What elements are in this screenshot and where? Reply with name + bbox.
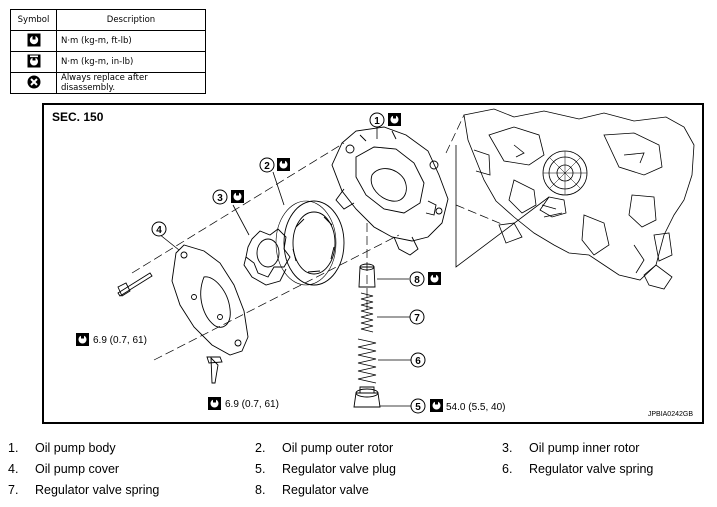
exploded-view-diagram: SEC. 150 [42,103,704,424]
svg-text:1: 1 [374,116,380,127]
regulator-valve [358,263,376,288]
callout-2: 2 [259,157,275,173]
svg-text:7: 7 [414,313,420,324]
torque-wrench-small-icon [27,54,40,67]
torque-icon [277,158,290,171]
legend-description: N·m (kg-m, ft-lb) [56,30,206,52]
legend-header-row: Symbol Description [10,9,206,31]
alignment-line [455,145,550,268]
diagram-drawing: 1 2 3 4 8 7 6 5 [76,108,695,414]
regulator-valve-spring-upper [360,292,374,333]
list-item: 2.Oil pump outer rotor [255,441,394,455]
torque-spec-bolt-lower: 6.9 (0.7, 61) [225,399,279,410]
parts-list: 1.Oil pump body 2.Oil pump outer rotor 3… [8,440,713,498]
torque-icon [208,397,221,410]
symbol-legend-table: Symbol Description N·m (kg-m, ft-lb) N·m… [10,9,206,94]
callout-7: 7 [409,309,425,325]
torque-icon [388,113,401,126]
callout-8: 8 [409,271,425,287]
legend-row: N·m (kg-m, in-lb) [10,51,206,73]
oil-pump-cover [171,244,249,356]
svg-text:6: 6 [415,356,421,367]
list-item: 1.Oil pump body [8,441,116,455]
list-item: 7.Regulator valve spring [8,483,160,497]
torque-icon [430,399,443,412]
regulator-valve-plug [353,386,381,408]
svg-text:5: 5 [415,402,421,413]
cover-bolt-lower [206,356,223,384]
svg-text:8: 8 [414,275,420,286]
cover-bolt-upper [117,272,153,297]
legend-header-symbol: Symbol [10,9,57,31]
figure-id: JPBIA0242GB [647,411,693,418]
svg-text:2: 2 [264,161,270,172]
callout-1: 1 [369,112,385,128]
engine-block [463,108,695,290]
list-item: 3.Oil pump inner rotor [502,441,640,455]
legend-description: N·m (kg-m, in-lb) [56,51,206,73]
torque-icon [76,333,89,346]
list-item: 6.Regulator valve spring [502,462,654,476]
torque-spec-plug: 54.0 (5.5, 40) [446,402,505,413]
callout-3: 3 [212,189,228,205]
torque-icon [428,272,441,285]
list-item: 5.Regulator valve plug [255,462,396,476]
callout-6: 6 [410,352,426,368]
list-item: 8.Regulator valve [255,483,369,497]
legend-row: N·m (kg-m, ft-lb) [10,30,206,52]
legend-description: Always replace after disassembly. [56,72,206,94]
oil-pump-outer-rotor [275,200,345,286]
regulator-valve-spring-lower [357,338,377,384]
torque-icon [231,190,244,203]
legend-row: Always replace after disassembly. [10,72,206,94]
oil-pump-inner-rotor [243,228,291,286]
legend-header-description: Description [56,9,206,31]
oil-pump-body [331,126,449,256]
callout-4: 4 [151,221,167,237]
assembly-lines [131,114,505,361]
section-label: SEC. 150 [52,110,104,124]
callout-5: 5 [410,398,426,414]
torque-spec-bolt-upper: 6.9 (0.7, 61) [93,335,147,346]
torque-wrench-icon [27,33,40,46]
svg-text:4: 4 [156,225,162,236]
svg-text:3: 3 [217,193,223,204]
callout-leaders [158,127,411,407]
always-replace-icon [27,75,40,88]
list-item: 4.Oil pump cover [8,462,120,476]
